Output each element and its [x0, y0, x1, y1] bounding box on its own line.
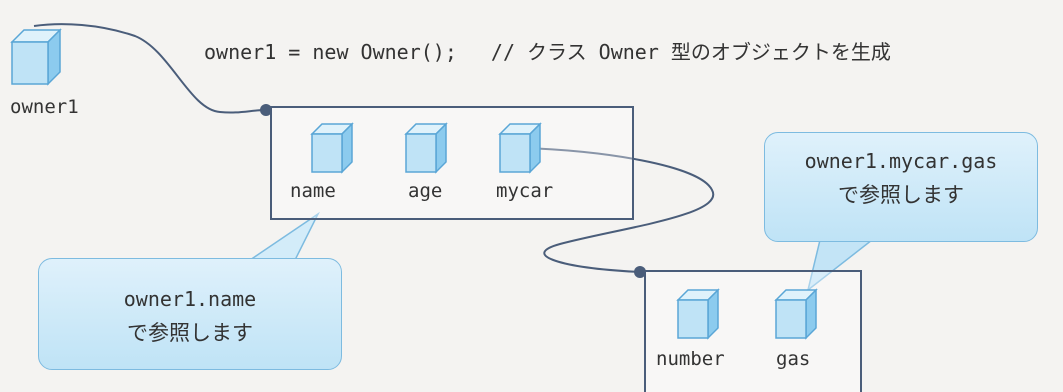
owner1-reference-dot	[260, 104, 272, 116]
name-field-label: name	[290, 180, 336, 202]
name-callout-text: で参照します	[127, 321, 253, 345]
code-comment: // クラス Owner 型のオブジェクトを生成	[490, 40, 891, 64]
gas-reference-callout: owner1.mycar.gas で参照します	[764, 132, 1038, 242]
owner1-cube-icon	[10, 28, 62, 90]
name-reference-callout: owner1.name で参照します	[38, 258, 342, 370]
name-callout-tail	[247, 211, 320, 263]
owner1-label: owner1	[10, 96, 79, 118]
age-field-label: age	[408, 180, 443, 202]
gas-field-cube-icon	[774, 288, 818, 344]
number-field-label: number	[656, 348, 725, 370]
mycar-reference-dot	[634, 266, 646, 278]
gas-callout-code: owner1.mycar.gas	[804, 149, 998, 173]
age-field-cube-icon	[404, 122, 448, 178]
car-object-box	[644, 270, 862, 392]
number-field-cube-icon	[676, 288, 720, 344]
owner1-reference-line	[33, 23, 267, 114]
name-callout-code: owner1.name	[123, 287, 257, 311]
mycar-reference-line	[521, 147, 715, 273]
code-statement-line: owner1 = new Owner(); // クラス Owner 型のオブジ…	[204, 36, 891, 65]
mycar-field-label: mycar	[496, 180, 554, 202]
gas-callout-text: で参照します	[838, 183, 964, 207]
name-field-cube-icon	[310, 122, 354, 178]
mycar-field-cube-icon	[498, 122, 542, 178]
code-statement: owner1 = new Owner();	[204, 40, 457, 64]
gas-field-label: gas	[776, 348, 811, 370]
